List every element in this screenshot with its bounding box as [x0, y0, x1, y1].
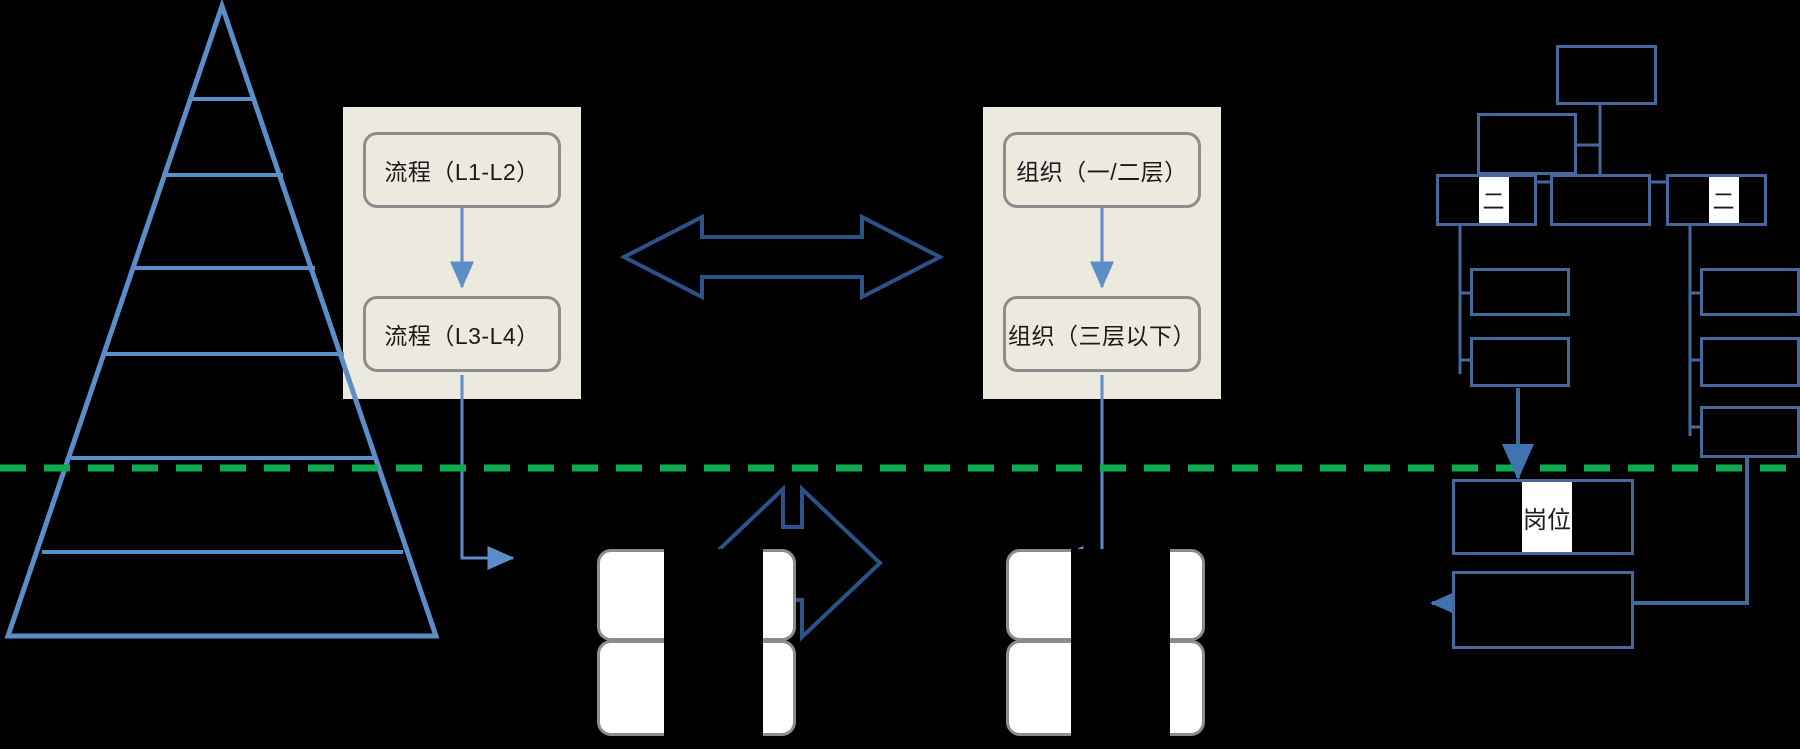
org-chart-node-n3[interactable]: 二	[1436, 174, 1537, 226]
org-chart-node-n9[interactable]	[1700, 337, 1800, 387]
org-box-level-3-below[interactable]: 组织（三层以下）	[1003, 296, 1201, 372]
org-chart-node-n8[interactable]	[1700, 268, 1800, 316]
capability-pyramid	[4, 0, 440, 639]
org-chart-node-post[interactable]: 岗位	[1452, 479, 1634, 555]
org-chart-node-root[interactable]	[1556, 45, 1657, 105]
process-box-l3-l4[interactable]: 流程（L3-L4）	[363, 296, 561, 372]
org-box-level-3-below-label: 组织（三层以下）	[1008, 323, 1196, 349]
org-chart-node-n4[interactable]	[1550, 174, 1651, 226]
org-chart-node-n3-label: 二	[1478, 177, 1509, 223]
process-box-l1-l2-label: 流程（L1-L2）	[384, 159, 540, 185]
process-to-position-connector	[460, 375, 515, 570]
org-chart-node-post-label: 岗位	[1522, 482, 1572, 552]
org-chart-node-n6[interactable]	[1470, 268, 1570, 316]
org-chart-node-n7[interactable]	[1470, 337, 1570, 387]
org-chart-node-n2[interactable]	[1477, 113, 1577, 175]
bottom-right-redaction	[1071, 549, 1170, 739]
process-box-l1-l2[interactable]: 流程（L1-L2）	[363, 132, 561, 208]
org-box-level-1-2-label: 组织（一/二层）	[1016, 159, 1188, 185]
org-chart-node-n5[interactable]: 二	[1666, 174, 1767, 226]
org-chart-node-n10[interactable]	[1700, 406, 1800, 458]
org-chart-node-n5-label: 二	[1708, 177, 1739, 223]
org-chart-node-n12[interactable]	[1452, 571, 1634, 649]
process-box-l3-l4-label: 流程（L3-L4）	[384, 323, 540, 349]
top-double-arrow	[619, 213, 945, 301]
bottom-left-redaction	[664, 549, 763, 739]
org-box-level-1-2[interactable]: 组织（一/二层）	[1003, 132, 1201, 208]
